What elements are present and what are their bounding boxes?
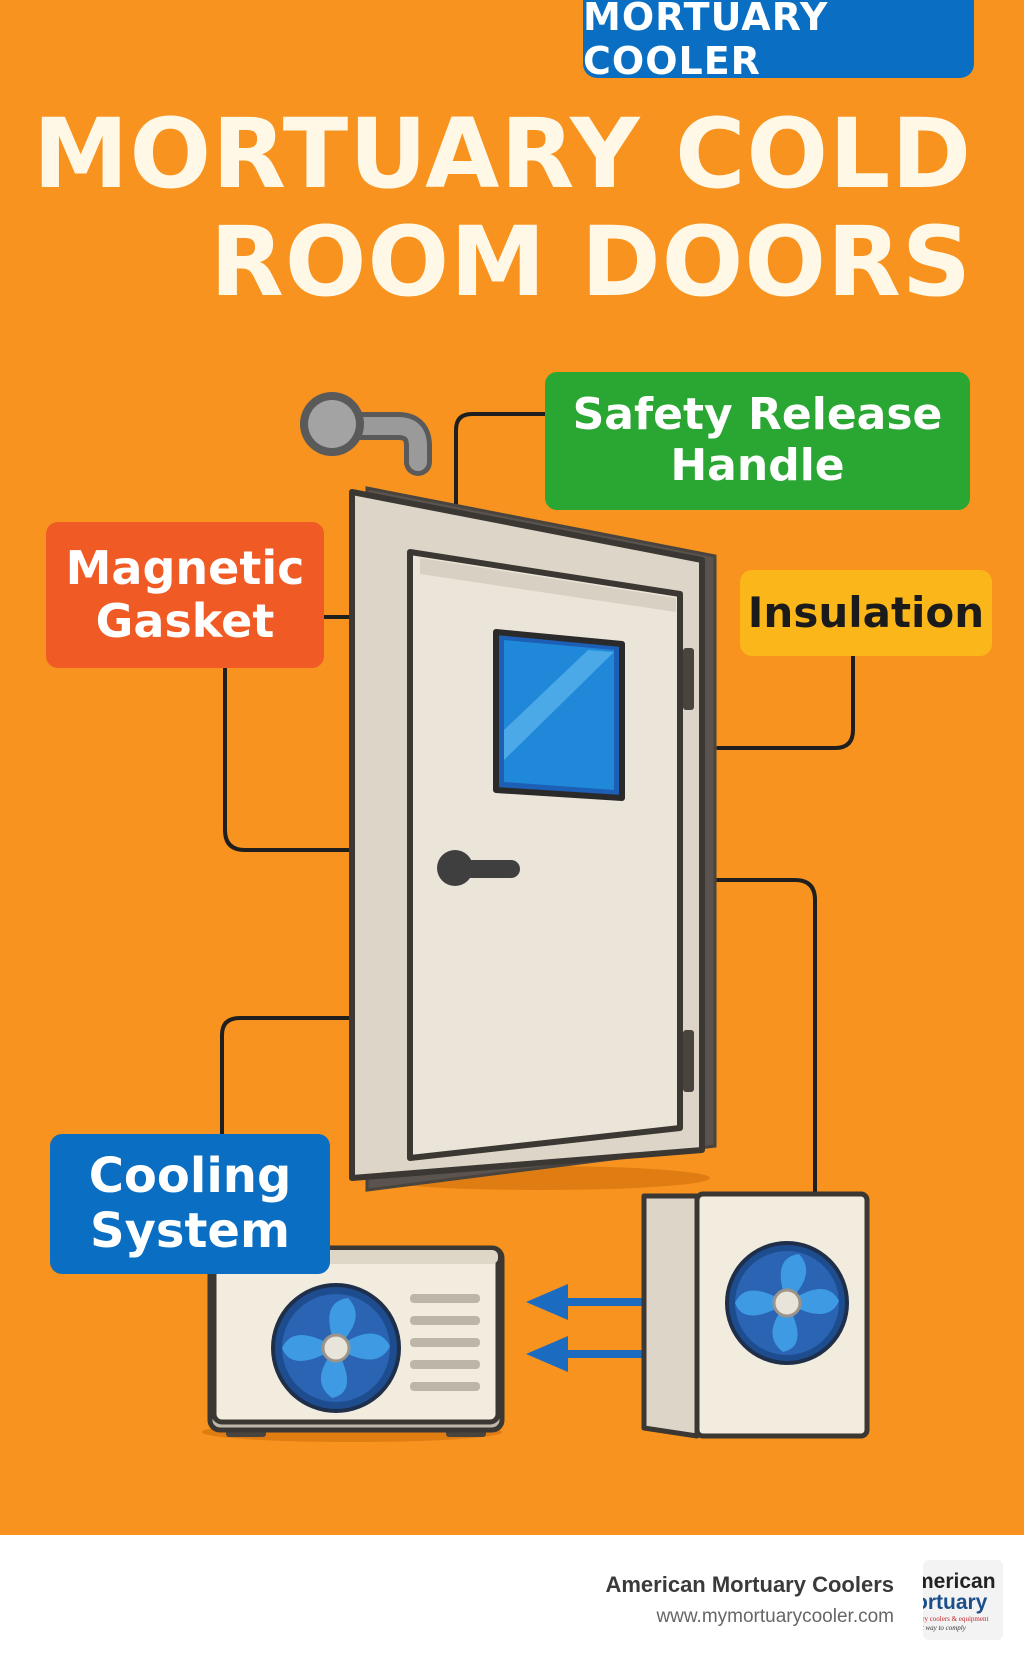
fan-hub — [772, 1288, 802, 1318]
brand-url[interactable]: www.mymortuarycooler.com — [656, 1606, 894, 1627]
page-title: MORTUARY COLD ROOM DOORS — [33, 100, 972, 316]
handle-lever — [450, 860, 520, 878]
condenser-vents — [410, 1294, 480, 1391]
label-gasket-line-1: Magnetic — [65, 541, 305, 596]
connector-safety — [454, 412, 547, 532]
brand-name: American Mortuary Coolers — [605, 1572, 894, 1597]
door-diagram — [202, 392, 870, 1442]
brand-logo: merican ortuary ary coolers & equipment … — [923, 1560, 1003, 1640]
fan-icon — [271, 1283, 401, 1413]
lever-handle-icon — [300, 392, 432, 476]
logo-word-1: merican — [923, 1570, 996, 1593]
label-safety-line-1: Safety Release — [572, 389, 943, 441]
fan-icon — [725, 1241, 849, 1365]
arrow-left-icon — [526, 1284, 656, 1320]
lever-rose — [308, 400, 356, 448]
door-panel-edge — [420, 558, 676, 612]
arrow-left-icon — [526, 1336, 656, 1372]
label-safety-line-2: Handle — [670, 440, 845, 491]
connector-lines — [220, 412, 855, 1197]
label-gasket-line-2: Gasket — [95, 594, 275, 648]
door-icon — [349, 486, 717, 1192]
label-cooling-line-1: Cooling — [88, 1147, 292, 1204]
footer — [0, 1535, 1024, 1666]
window-reflection — [504, 650, 614, 760]
condenser-unit-icon — [202, 1245, 505, 1442]
evaporator-unit-icon — [641, 1191, 870, 1439]
label-insulation: Insulation — [740, 570, 992, 656]
title-line-2: ROOM DOORS — [209, 206, 972, 318]
label-magnetic-gasket: Magnetic Gasket — [46, 522, 324, 668]
footer-brand: American Mortuary Coolers www.mymortuary… — [605, 1572, 894, 1628]
connector-gasket-side — [223, 666, 397, 852]
label-cooling-line-2: System — [90, 1203, 290, 1259]
connector-insulation — [716, 654, 855, 750]
window-icon — [493, 629, 625, 801]
logo-word-2: ortuary — [923, 1591, 988, 1614]
label-cooling-system: Cooling System — [50, 1134, 330, 1274]
fan-hub — [321, 1333, 351, 1363]
door-handle-icon — [437, 850, 520, 886]
connector-cooling-left — [220, 1016, 396, 1136]
label-safety-release-handle: Safety Release Handle — [545, 372, 970, 510]
hinge-bottom — [683, 1030, 694, 1092]
connector-cooling-right — [700, 878, 817, 1197]
title-line-1: MORTUARY COLD — [32, 98, 972, 210]
logo-tagline-1: ary coolers & equipment — [923, 1615, 989, 1623]
evaporator-side — [641, 1193, 700, 1439]
logo-tagline-2: st way to comply — [923, 1624, 966, 1632]
lever-body — [331, 417, 427, 471]
label-insulation-text: Insulation — [747, 587, 985, 637]
airflow-arrows — [526, 1284, 656, 1372]
category-tag: MORTUARY COOLER — [583, 0, 974, 83]
hinge-top — [683, 648, 694, 710]
